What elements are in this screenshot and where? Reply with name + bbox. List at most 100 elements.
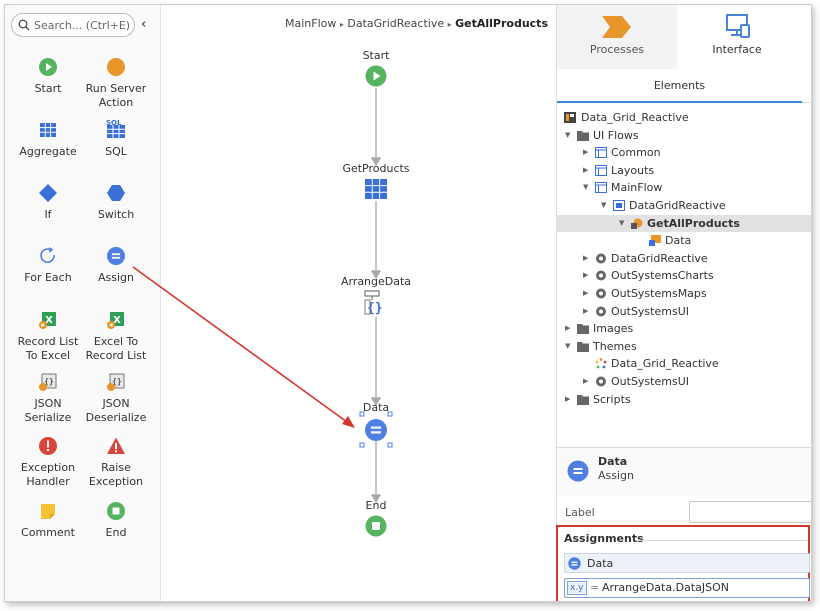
panel-tabs: Processes Interface [557, 5, 811, 69]
screen-icon [613, 199, 625, 211]
tree-item-scripts[interactable]: ▶ Scripts [565, 392, 631, 406]
tree-item-dep-ui[interactable]: ▶ OutSystemsUI [583, 304, 689, 318]
selected-element-name: Data [598, 455, 628, 468]
tree-item-dep-datagridreactive[interactable]: ▶ DataGridReactive [583, 251, 708, 265]
assignments-section: Assignments Data x.y = ArrangeData.DataJ… [556, 525, 810, 601]
label-input[interactable] [689, 501, 811, 523]
tool-aggregate[interactable]: Aggregate [13, 120, 83, 159]
expression-badge[interactable]: x.y [567, 581, 587, 595]
selected-element-type: Assign [598, 469, 634, 482]
expanded-caret-icon[interactable]: ▼ [565, 130, 571, 139]
tree-item-datagridreactive-screen[interactable]: ▼ DataGridReactive [601, 198, 726, 212]
node-assign-icon[interactable] [358, 411, 394, 449]
tree-item-data-node[interactable]: Data [557, 232, 811, 250]
tool-exception-handler[interactable]: Exception Handler [13, 436, 83, 489]
server-action-icon [107, 58, 125, 76]
flow-icon [595, 164, 607, 176]
dependency-icon [596, 253, 606, 264]
tree-item-dep-maps[interactable]: ▶ OutSystemsMaps [583, 286, 707, 300]
tool-excel-to-record-list[interactable]: X Excel To Record List [81, 310, 151, 363]
assignments-divider [638, 540, 808, 541]
flow-canvas[interactable]: MainFlow ▸ DataGridReactive ▸ GetAllProd… [162, 5, 556, 601]
expanded-caret-icon[interactable]: ▼ [565, 341, 571, 350]
tab-interface[interactable]: Interface [677, 5, 797, 69]
breadcrumb-separator: ▸ [447, 20, 452, 29]
tool-raise-exception[interactable]: Raise Exception [81, 436, 151, 489]
tool-json-serialize[interactable]: {} JSON Serialize [13, 372, 83, 425]
tool-run-server-action[interactable]: Run Server Action [81, 57, 151, 110]
tool-comment[interactable]: Comment [13, 501, 83, 540]
collapsed-caret-icon[interactable]: ▶ [565, 324, 571, 333]
node-end-icon[interactable] [365, 515, 387, 537]
tree-item-theme-dgr[interactable]: Data_Grid_Reactive [557, 355, 811, 373]
collapsed-caret-icon[interactable]: ▶ [583, 306, 589, 315]
tool-end[interactable]: End [81, 501, 151, 540]
tool-sql[interactable]: SQL SQL [81, 116, 151, 159]
tool-switch[interactable]: Switch [81, 183, 151, 222]
tree-item-images[interactable]: ▶ Images [565, 322, 634, 336]
tree-item-common[interactable]: ▶ Common [583, 146, 661, 160]
breadcrumb-getallproducts[interactable]: GetAllProducts [455, 17, 548, 30]
collapsed-caret-icon[interactable]: ▶ [583, 271, 589, 280]
tree-item-ui-flows[interactable]: ▼ UI Flows [565, 128, 639, 142]
properties-separator [557, 447, 811, 448]
json-serialize-icon: {} [39, 373, 57, 391]
toolbox: Search... (Ctrl+E) ‹ Start Run Server Ac… [5, 5, 161, 601]
dependency-icon [596, 288, 606, 299]
assignment-variable-name: Data [587, 557, 614, 570]
tool-start[interactable]: Start [13, 57, 83, 96]
dependency-icon [596, 376, 606, 387]
json-deserialize-icon: {} [107, 373, 125, 391]
tool-json-deserialize[interactable]: {} JSON Deserialize [81, 372, 151, 425]
exception-handler-icon [39, 437, 57, 455]
expanded-caret-icon[interactable]: ▼ [619, 218, 625, 227]
collapsed-caret-icon[interactable]: ▶ [583, 253, 589, 262]
tree-item-theme-osui[interactable]: ▶ OutSystemsUI [583, 374, 689, 388]
breadcrumb: MainFlow ▸ DataGridReactive ▸ GetAllProd… [285, 17, 548, 30]
switch-icon [107, 185, 125, 201]
tool-for-each[interactable]: For Each [13, 246, 83, 285]
if-icon [39, 184, 57, 202]
tree-item-layouts[interactable]: ▶ Layouts [583, 163, 655, 177]
tree-item-root[interactable]: Data_Grid_Reactive [557, 109, 811, 127]
tree-item-dep-charts[interactable]: ▶ OutSystemsCharts [583, 269, 714, 283]
node-aggregate-icon[interactable] [365, 179, 387, 199]
collapse-toolbox-icon[interactable]: ‹ [141, 17, 147, 32]
collapsed-caret-icon[interactable]: ▶ [583, 376, 589, 385]
collapsed-caret-icon[interactable]: ▶ [583, 148, 589, 157]
tree-item-mainflow[interactable]: ▼ MainFlow [583, 181, 663, 195]
expanded-caret-icon[interactable]: ▼ [583, 183, 589, 192]
excel-to-record-list-icon: X [107, 312, 124, 329]
flow-icon [595, 147, 607, 159]
tool-assign[interactable]: Assign [81, 246, 151, 285]
assignment-value-expression[interactable]: ArrangeData.DataJSON [602, 581, 729, 594]
label-property-row: Label [565, 501, 811, 525]
breadcrumb-datagridreactive[interactable]: DataGridReactive [347, 17, 445, 30]
assign-icon [107, 247, 125, 265]
tool-record-list-to-excel[interactable]: X Record List To Excel [13, 310, 83, 363]
tree-item-getallproducts[interactable]: ▼ GetAllProducts [557, 214, 811, 233]
end-icon [107, 502, 125, 520]
assignments-title: Assignments [564, 532, 644, 545]
dependency-icon [596, 306, 606, 317]
label-caption: Label [565, 506, 595, 519]
module-icon [564, 112, 576, 123]
breadcrumb-separator: ▸ [339, 20, 344, 29]
expanded-caret-icon[interactable]: ▼ [601, 200, 607, 209]
assignment-value-field[interactable]: x.y = ArrangeData.DataJSON [564, 578, 810, 598]
search-input[interactable]: Search... (Ctrl+E) [11, 13, 135, 37]
tab-processes[interactable]: Processes [557, 5, 677, 69]
collapsed-caret-icon[interactable]: ▶ [583, 288, 589, 297]
tab-elements[interactable]: Elements [557, 69, 811, 103]
tool-if[interactable]: If [13, 183, 83, 222]
output-parameter-icon [649, 235, 661, 247]
tree-item-themes[interactable]: ▼ Themes [565, 339, 637, 353]
node-start-icon[interactable] [365, 65, 387, 87]
breadcrumb-mainflow[interactable]: MainFlow [285, 17, 337, 30]
node-json-serialize-icon[interactable]: {} [364, 290, 388, 316]
collapsed-caret-icon[interactable]: ▶ [565, 394, 571, 403]
folder-icon [577, 394, 589, 405]
active-subtab-underline [557, 101, 802, 103]
assignment-variable-field[interactable]: Data [564, 553, 810, 573]
collapsed-caret-icon[interactable]: ▶ [583, 165, 589, 174]
